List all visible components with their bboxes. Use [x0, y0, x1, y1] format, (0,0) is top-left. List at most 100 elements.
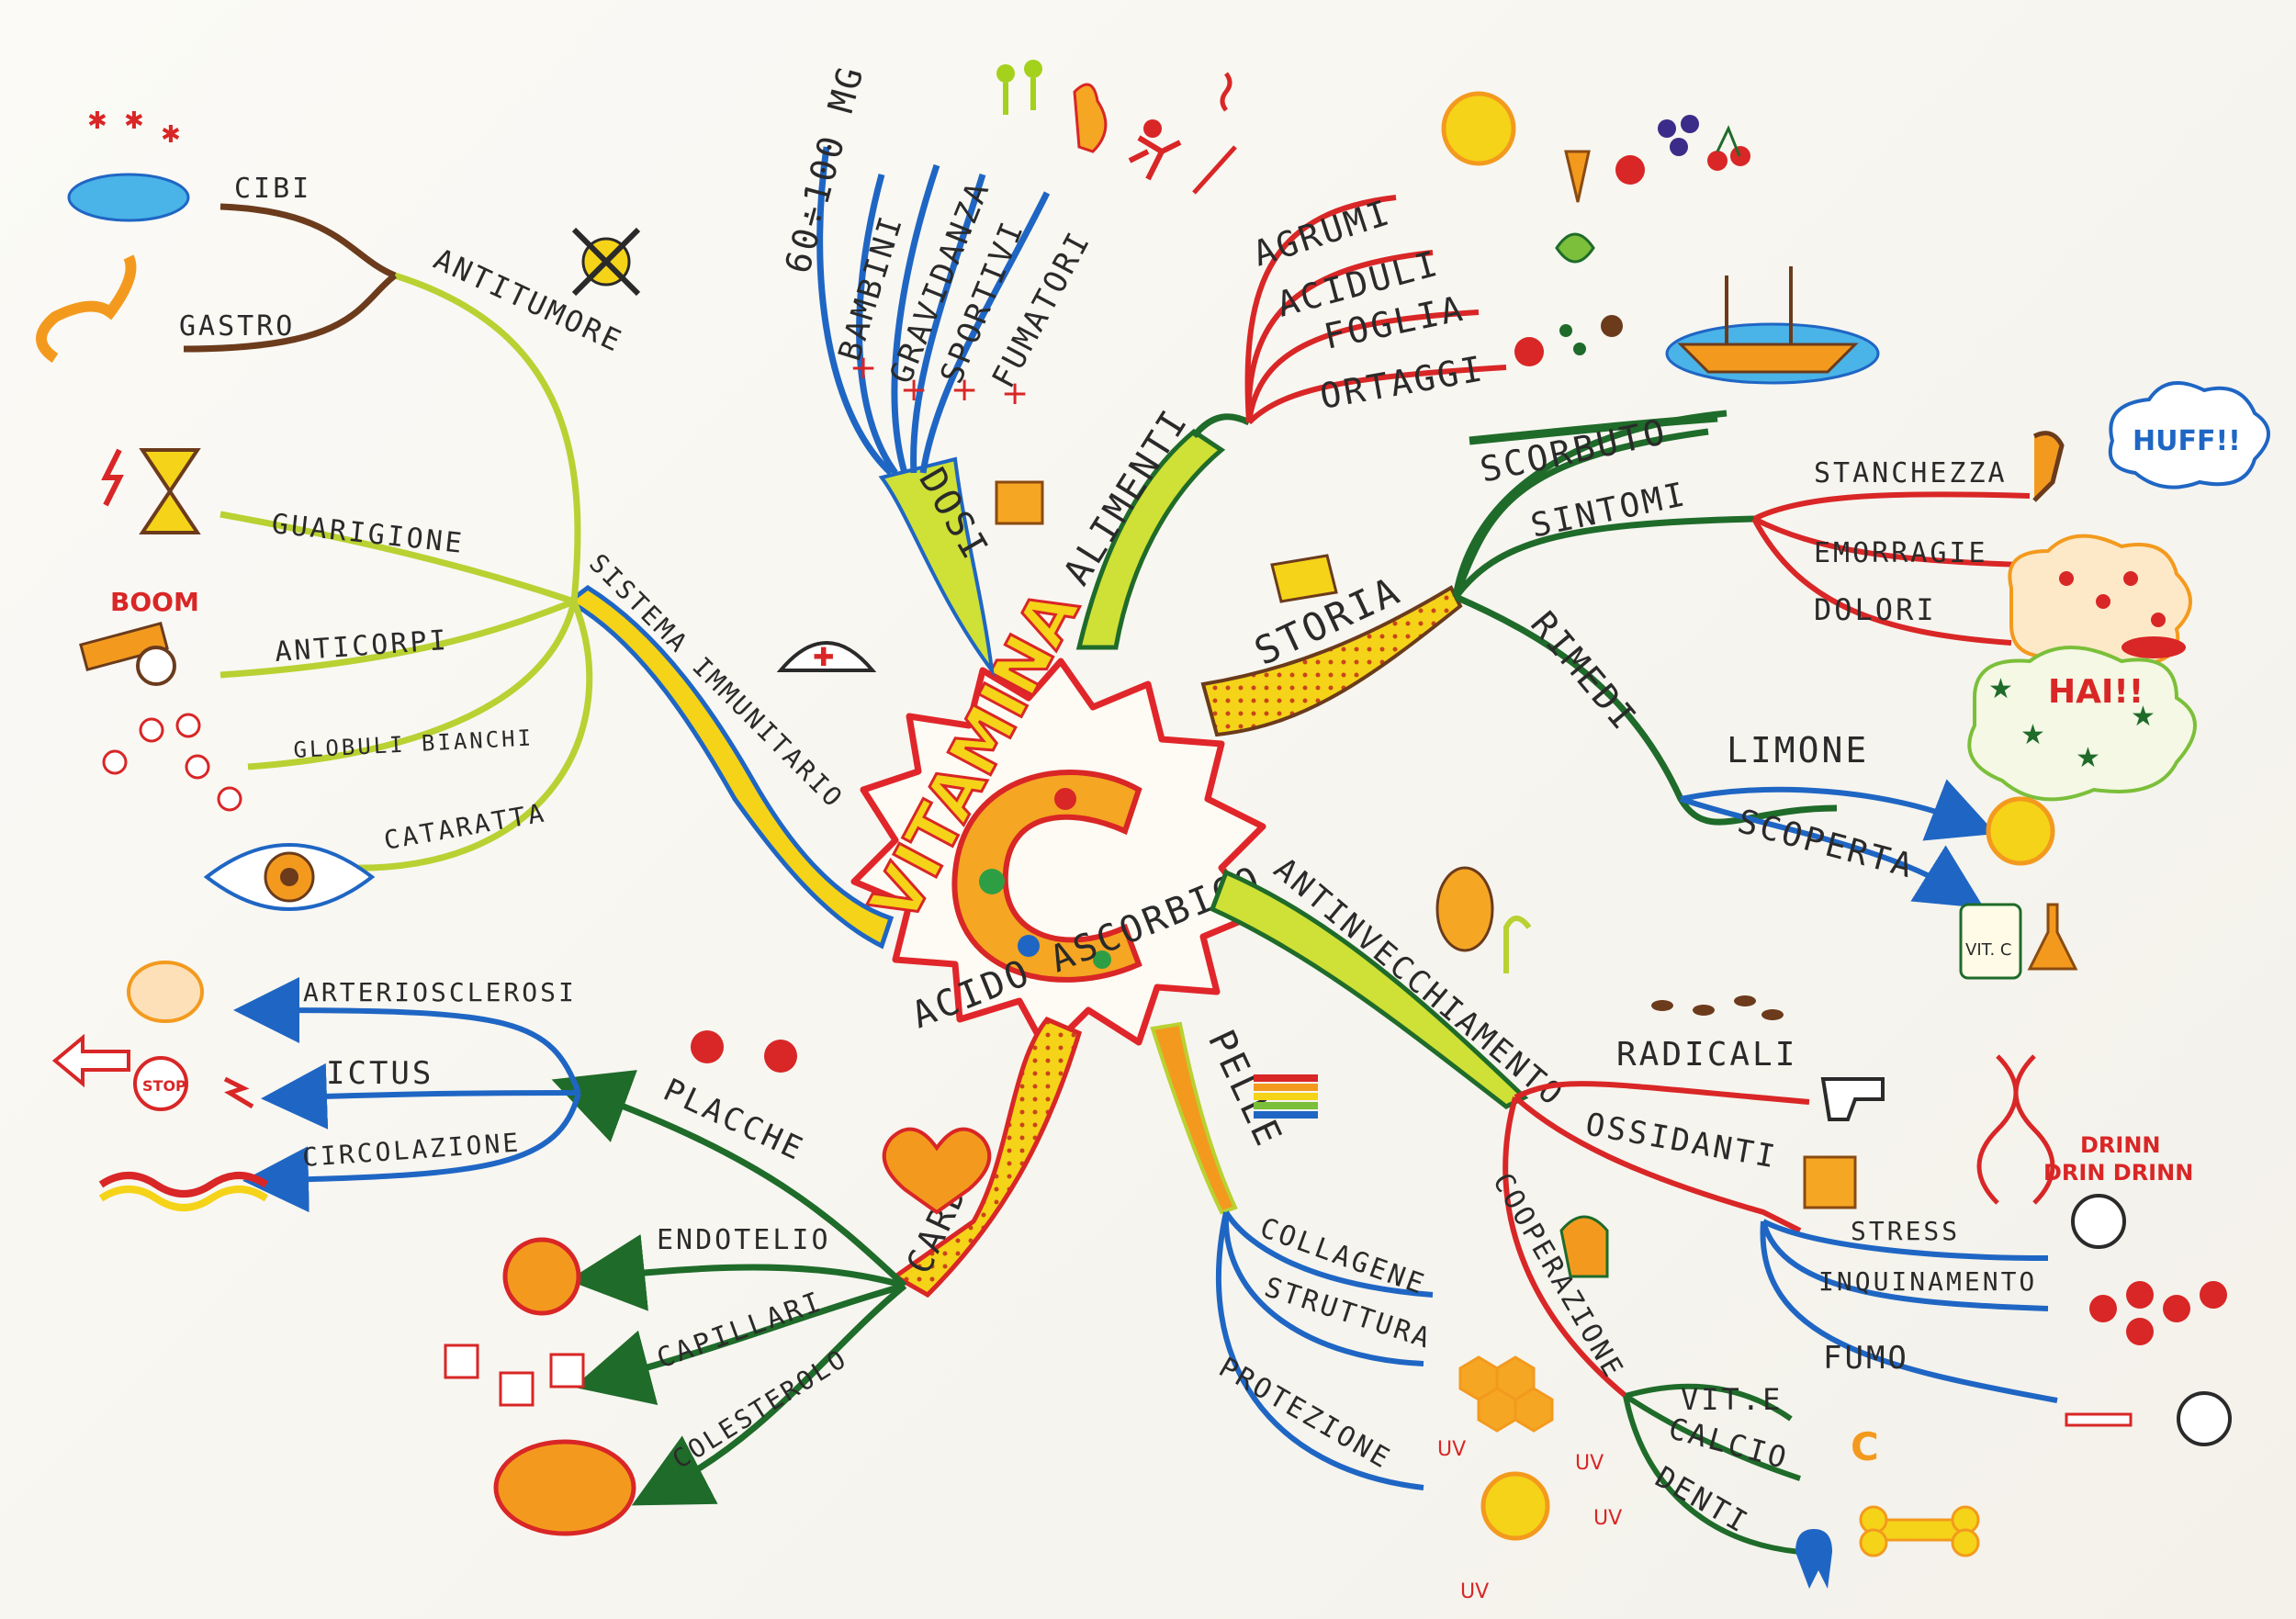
rimedi-item: SCOPERTA — [1734, 803, 1919, 886]
sun-icon — [1480, 1471, 1550, 1541]
antitumore-line — [183, 273, 398, 353]
cooperazione-item: VIT.E — [1681, 1382, 1783, 1417]
scoperta-arrow — [1680, 796, 1985, 909]
limone-arrow — [1680, 779, 1997, 841]
vitamin-jar-icon — [1959, 903, 2022, 980]
vitamin-jar-label: VIT. C — [1965, 940, 2012, 960]
hourglass-icon — [139, 448, 201, 534]
cooperazione-line — [1623, 1395, 1801, 1555]
cardio-item: ENDOTELIO — [657, 1224, 831, 1256]
blood-drops-icon — [2059, 571, 2166, 627]
antitumore-item: CIBI — [234, 173, 311, 205]
uv-label: UV — [1437, 1438, 1466, 1461]
smog-icon — [2089, 1281, 2227, 1345]
cooperazione-line — [1625, 1383, 1793, 1422]
branch-sistema-trunk — [565, 584, 895, 950]
cube-icon — [995, 480, 1044, 525]
pelle-line — [1223, 1210, 1434, 1298]
plaque-cells-icon — [691, 1030, 797, 1073]
ossidanti-line — [1513, 1095, 1802, 1233]
pelle-line — [1216, 1211, 1424, 1490]
storia-line — [1452, 428, 1709, 599]
cardio-line — [573, 1282, 906, 1406]
branch-alimenti-trunk — [1075, 428, 1226, 650]
box-icon — [1803, 1155, 1857, 1209]
white-blood-cells-icon — [102, 713, 242, 812]
ants-icon — [1651, 995, 1784, 1020]
svg-text:★: ★ — [1988, 673, 2013, 705]
lightning-icon — [101, 448, 124, 507]
plus-sign: + — [1001, 375, 1029, 412]
uv-label: UV — [1460, 1580, 1489, 1603]
uv-label: UV — [1593, 1507, 1622, 1530]
sintomi-label: SINTOMI — [1527, 476, 1690, 545]
central-topic: VITAMINA ACIDO ASCORBICO — [850, 576, 1267, 1055]
antitumore-item: GASTRO — [179, 310, 295, 343]
hai-text: HAI!! — [2048, 673, 2144, 711]
sintomi-item: EMORRAGIE — [1814, 537, 1988, 569]
letter-c-patch — [979, 869, 1005, 894]
plus-sign: + — [951, 371, 978, 409]
sistema-item: GLOBULI BIANCHI — [293, 725, 535, 763]
huff-cloud — [2108, 381, 2270, 489]
wave-stripes-icon — [98, 1172, 269, 1197]
pistol-icon — [1820, 1077, 1885, 1121]
outlined-arrow-icon — [51, 1033, 130, 1088]
rainbow-stripes-icon — [1254, 1074, 1318, 1119]
central-letter-c — [951, 770, 1142, 983]
flask-icon — [2027, 903, 2078, 971]
boom-text: BOOM — [110, 587, 199, 617]
dosi-line — [816, 146, 894, 476]
bone-icon — [1859, 1505, 1980, 1557]
dosi-amount: 60÷100 MG — [777, 61, 872, 277]
eye-icon — [203, 843, 376, 911]
bandage-icon — [2122, 636, 2186, 658]
dosi-line — [891, 163, 940, 474]
sistema-line — [219, 598, 576, 679]
lemon-slice-icon — [1986, 796, 2055, 866]
cooperazione-line — [1624, 1393, 1801, 1481]
svg-text:★: ★ — [2020, 719, 2045, 751]
antitumore-line — [219, 203, 397, 279]
hai-cloud — [1967, 646, 2197, 802]
svg-text:✱: ✱ — [87, 107, 107, 135]
sintomi-line — [1752, 491, 2031, 522]
tooth-icon — [1795, 1529, 1832, 1589]
placche-line — [551, 1070, 907, 1288]
tired-person-icon — [2032, 431, 2065, 502]
ossidanti-line — [1760, 1220, 2058, 1403]
children-icon — [996, 60, 1042, 115]
alimenti-line — [1244, 195, 1397, 423]
pelle-line — [1222, 1211, 1424, 1366]
branch-sistema-immunitario: SISTEMA IMMUNITARIO GUARIGIONE ANTICORPI… — [36, 107, 895, 950]
cherries-icon — [1707, 125, 1750, 171]
cardio-item: CAPILLARI — [653, 1286, 827, 1376]
placche-item: ICTUS — [326, 1055, 433, 1092]
apple-icon — [1514, 337, 1544, 366]
runner-icon — [1128, 119, 1182, 181]
svg-text:✱: ✱ — [161, 121, 181, 149]
svg-text:★: ★ — [2131, 701, 2155, 733]
svg-text:★: ★ — [2076, 742, 2100, 774]
placche-line — [233, 977, 581, 1095]
ossidanti-item: FUMO — [1823, 1340, 1909, 1377]
letter-c-patch — [1018, 935, 1040, 957]
berries-icon — [1658, 115, 1699, 156]
cooperazione-item: CALCIO — [1665, 1411, 1793, 1476]
ossidanti-item: STRESS — [1851, 1216, 1960, 1246]
honeycomb-icon — [1458, 1355, 1554, 1433]
bowl-icon — [67, 173, 190, 222]
vessel-icon — [493, 1439, 636, 1536]
vitamin-e-icon: C — [1851, 1424, 1879, 1469]
skull-crossbones-icon — [571, 227, 641, 297]
dosi-line — [919, 191, 1051, 474]
cigarette-icon — [2065, 1412, 2133, 1427]
endothelium-cell-icon — [502, 1237, 581, 1316]
alimenti-line — [1246, 365, 1507, 425]
scorbuto-label: SCORBUTO — [1477, 411, 1671, 490]
brain-icon — [127, 961, 204, 1023]
letter-c-patch — [1054, 788, 1076, 810]
rimedi-item: LIMONE — [1727, 730, 1869, 770]
sistema-line — [348, 600, 593, 871]
